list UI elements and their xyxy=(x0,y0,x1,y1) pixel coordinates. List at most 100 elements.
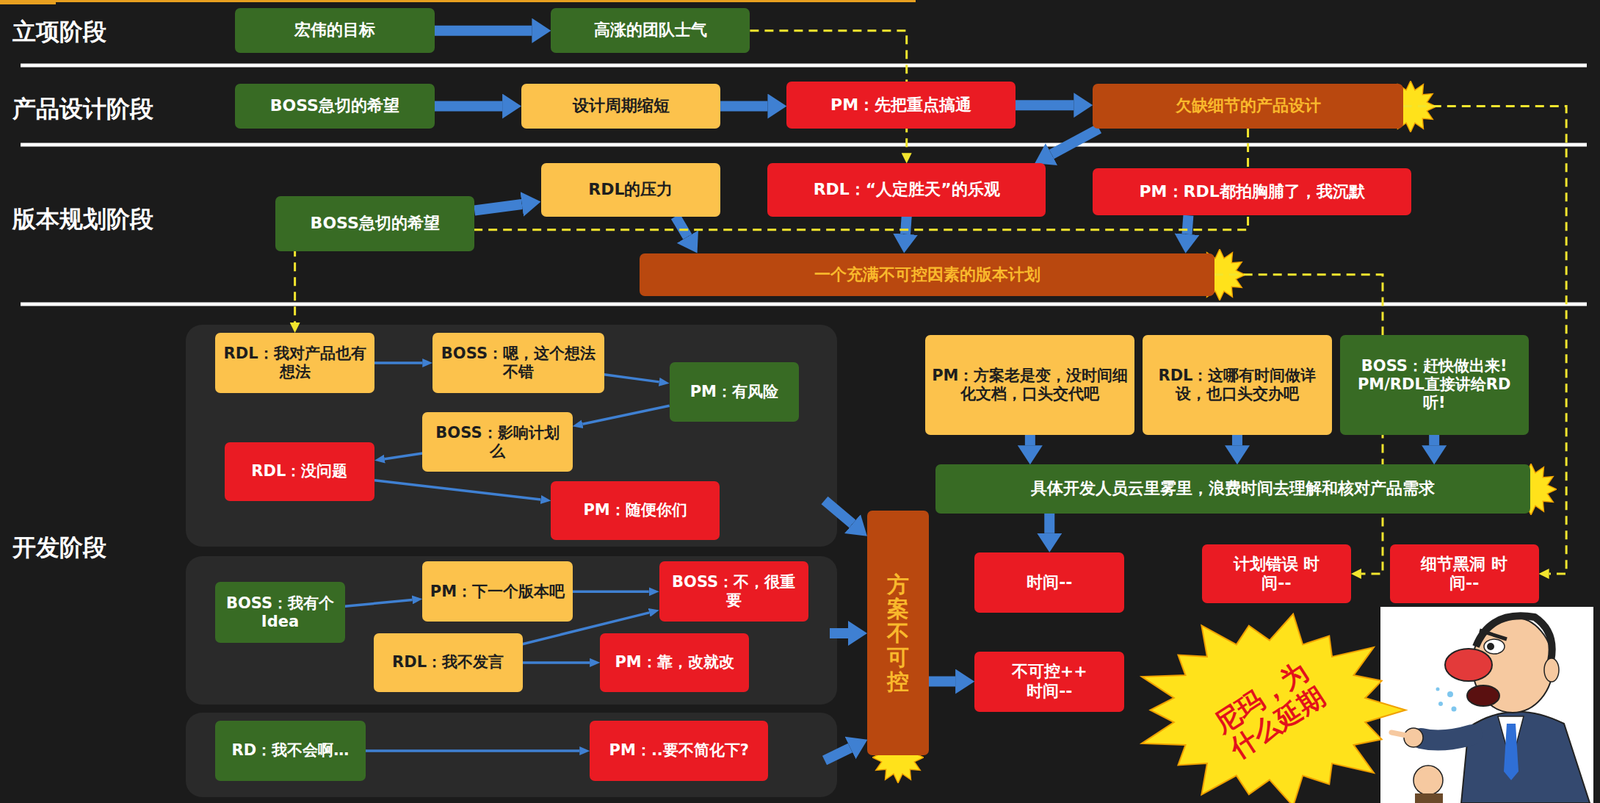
stage-label: 版本规划阶段 xyxy=(12,203,154,236)
process-box: BOSS急切的希望 xyxy=(234,83,435,129)
eyebrow xyxy=(1479,630,1507,639)
flow-arrow xyxy=(1051,128,1100,155)
stage-separator xyxy=(20,302,1587,307)
process-box: PM：下一个版本吧 xyxy=(422,560,573,622)
flow-arrow xyxy=(928,676,957,687)
box-text: 计划错误 时间-- xyxy=(1232,554,1321,594)
flow-arrow xyxy=(522,660,591,664)
flow-arrow xyxy=(604,374,660,382)
box-text: BOSS：不，很重要 xyxy=(665,572,803,610)
process-box: RDL：“人定胜天”的乐观 xyxy=(767,163,1046,216)
box-text: 时间-- xyxy=(1026,572,1073,592)
process-box: 细节黑洞 时间-- xyxy=(1389,544,1540,604)
box-text: 不可控++ 时间-- xyxy=(1005,661,1094,701)
spittle xyxy=(1438,701,1443,706)
box-text: 宏伟的目标 xyxy=(294,20,376,40)
flow-arrow xyxy=(1015,99,1075,111)
process-box: 宏伟的目标 xyxy=(234,8,435,53)
outcome-band: 一个充满不可控因素的版本计划 xyxy=(639,253,1214,296)
flow-arrow xyxy=(474,204,523,211)
panel-arrow xyxy=(829,627,849,639)
process-box: PM：RDL都拍胸脯了，我沉默 xyxy=(1092,168,1412,216)
process-box: RDL的压力 xyxy=(541,163,722,216)
stage-separator xyxy=(20,143,1587,147)
flow-arrow xyxy=(1186,215,1189,234)
flow-arrow xyxy=(365,748,581,752)
flow-arrow xyxy=(295,128,1249,323)
arm xyxy=(1420,734,1473,741)
process-box: PM：靠，改就改 xyxy=(599,632,749,693)
box-text: PM：随便你们 xyxy=(583,500,687,520)
flow-arrow xyxy=(1232,434,1243,445)
pupil xyxy=(1486,642,1495,650)
spittle xyxy=(1447,690,1454,697)
process-box: PM：随便你们 xyxy=(550,480,719,541)
starburst-outline xyxy=(1141,613,1406,803)
suit xyxy=(1461,711,1590,803)
flow-arrow xyxy=(1025,434,1036,445)
process-box: RD：我不会啊… xyxy=(215,720,365,781)
spittle xyxy=(1436,687,1440,691)
box-text: 细节黑洞 时间-- xyxy=(1420,554,1509,594)
group-panel xyxy=(185,324,838,547)
flow-arrow xyxy=(1428,434,1440,445)
flow-arrow xyxy=(374,480,541,500)
box-text: PM：靠，改就改 xyxy=(614,652,734,672)
group-panel xyxy=(185,712,838,797)
box-text: RD：我不会啊… xyxy=(232,740,350,760)
flow-arrow xyxy=(345,599,413,606)
spittle xyxy=(1451,706,1457,712)
flow-arrow xyxy=(384,453,423,459)
box-text: PM：RDL都拍胸脯了，我沉默 xyxy=(1138,182,1365,202)
process-box: RDL：没问题 xyxy=(224,442,375,502)
box-text: RDL的压力 xyxy=(588,179,673,199)
box-text: 欠缺细节的产品设计 xyxy=(1175,96,1321,116)
process-box: BOSS：不，很重要 xyxy=(659,560,809,622)
starburst-callout: 尼玛，为什么延期 xyxy=(1130,610,1409,803)
box-text: 具体开发人员云里雾里，浪费时间去理解和核对产品需求 xyxy=(1030,478,1435,498)
process-box: 高涨的团队士气 xyxy=(550,8,750,53)
angry-boss-cartoon xyxy=(1380,606,1594,803)
flow-arrow xyxy=(675,216,688,238)
process-box: 设计周期缩短 xyxy=(521,83,721,129)
box-text: RDL：我对产品也有想法 xyxy=(221,344,369,382)
mouth xyxy=(1467,685,1500,706)
process-box: RDL：这哪有时间做详设，也口头交办吧 xyxy=(1142,334,1332,435)
box-text: RDL：我不发言 xyxy=(392,652,504,672)
box-text: BOSS急切的希望 xyxy=(270,96,400,116)
stage-separator xyxy=(20,63,1587,68)
process-box: RDL：我不发言 xyxy=(373,632,523,693)
box-text: 方案不可控 xyxy=(887,572,910,694)
tie xyxy=(1503,723,1519,780)
panel-arrow xyxy=(824,747,851,760)
box-text: BOSS：我有个Idea xyxy=(221,594,339,631)
box-text: PM：下一个版本吧 xyxy=(430,582,565,601)
flow-arrow xyxy=(374,361,423,365)
flow-arrow xyxy=(434,101,503,112)
stage-label: 开发阶段 xyxy=(12,531,107,564)
box-text: PM：方案老是变，没时间细化文档，口头交代吧 xyxy=(931,366,1129,404)
flow-arrow xyxy=(720,101,768,112)
process-box: PM：有风险 xyxy=(669,362,799,422)
nose xyxy=(1445,648,1493,681)
process-box: 具体开发人员云里雾里，浪费时间去理解和核对产品需求 xyxy=(935,464,1531,514)
box-text: BOSS：影响计划么 xyxy=(428,423,567,461)
eye xyxy=(1483,638,1505,654)
process-box: PM：先把重点搞通 xyxy=(786,81,1015,129)
stage-label: 产品设计阶段 xyxy=(12,93,154,126)
top-rule xyxy=(0,0,916,3)
panel-arrow xyxy=(824,500,853,524)
process-box: 不可控++ 时间-- xyxy=(974,651,1125,712)
group-panel xyxy=(185,555,838,705)
flow-arrow xyxy=(434,25,532,36)
flow-arrow xyxy=(572,590,650,594)
process-box: PM：..要不简化下? xyxy=(589,720,769,781)
vertical-band: 方案不可控 xyxy=(867,510,929,756)
process-box: 计划错误 时间-- xyxy=(1202,544,1352,604)
process-box: BOSS：我有个Idea xyxy=(215,581,345,643)
box-text: PM：先把重点搞通 xyxy=(830,95,972,115)
flow-arrow xyxy=(905,216,907,235)
ear xyxy=(1544,657,1559,682)
flow-arrow xyxy=(1044,513,1055,534)
process-box: BOSS：影响计划么 xyxy=(422,411,573,472)
